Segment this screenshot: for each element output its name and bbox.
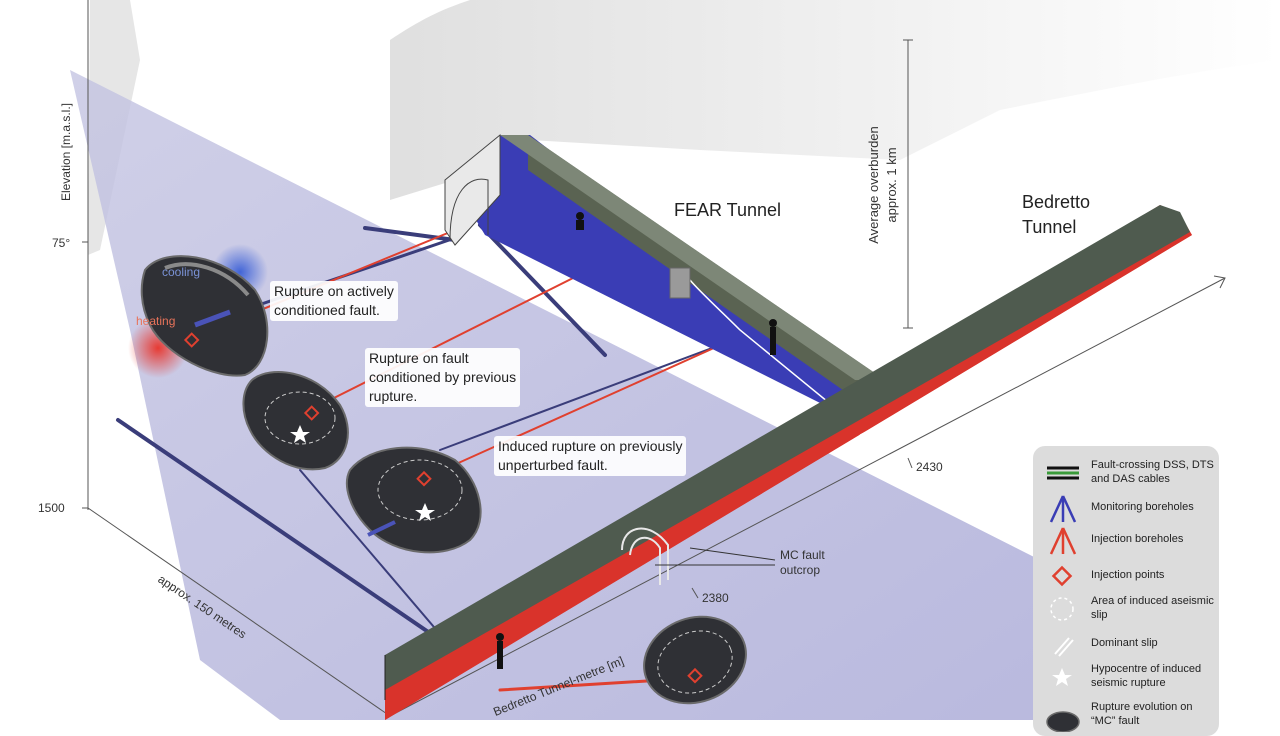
monitoring-borehole: [299, 469, 446, 641]
fault-disk: [643, 615, 747, 705]
overburden-label-line1: Average overburden: [866, 126, 881, 244]
cooling-label: cooling: [162, 265, 200, 279]
injection-point-icon: [1051, 565, 1073, 587]
hypocentre-star: [415, 503, 435, 521]
bedretto-tunnel-label-line2: Tunnel: [1022, 217, 1077, 237]
heating-label: heating: [136, 314, 175, 328]
legend-item: Monitoring boreholes: [1033, 492, 1219, 528]
injection-borehole-icon: [1049, 527, 1077, 555]
monitoring-borehole: [478, 223, 607, 357]
legend-item: Area of induced aseismic slip: [1033, 592, 1219, 628]
monitoring-borehole: [363, 226, 457, 242]
legend-item: Hypocentre of induced seismic rupture: [1033, 660, 1219, 696]
aseismic-area-icon: [1050, 597, 1074, 621]
fault-disk: [140, 255, 269, 377]
fear-tunnel: [444, 133, 885, 421]
angle-label: 75°: [52, 236, 70, 250]
legend-item: Dominant slip: [1033, 628, 1219, 664]
mc-fault-outcrop-label: MC fault outcrop: [780, 548, 825, 577]
hypocentre-star-icon: [1052, 668, 1072, 686]
hypocentre-star: [290, 425, 310, 443]
axes: [82, 0, 1226, 717]
legend-item: Injection boreholes: [1033, 524, 1219, 560]
fault-disk: [345, 446, 482, 554]
person-figure: [496, 212, 777, 669]
rupture-evolution-icon: [1046, 711, 1080, 732]
cables-icon: [1047, 466, 1079, 480]
bedretto-tunnel-label-line1: Bedretto: [1022, 192, 1091, 212]
tunnel-metre-2380: 2380: [702, 591, 729, 605]
legend-item: Fault-crossing DSS, DTS and DAS cables: [1033, 456, 1219, 492]
monitoring-borehole-icon: [1049, 495, 1077, 523]
fear-tunnel-label: FEAR Tunnel: [674, 200, 782, 220]
bedretto-tunnel: [384, 205, 1226, 720]
tunnel-diagram-canvas: Elevation [m.a.s.l.] 75° 1500 approx. 15…: [38, 0, 1280, 720]
callout-unperturbed: Induced rupture on previously unperturbe…: [494, 436, 687, 476]
overburden-label-line2: approx. 1 km: [884, 147, 899, 222]
callout-previous-rupture: Rupture on fault conditioned by previous…: [365, 348, 521, 407]
injection-borehole: [309, 261, 606, 411]
elevation-axis-label: Elevation [m.a.s.l.]: [59, 103, 73, 201]
legend: Fault-crossing DSS, DTS and DAS cables M…: [1033, 446, 1219, 736]
rock-mass: [390, 0, 1280, 200]
elevation-value: 1500: [38, 501, 65, 515]
tunnel-metre-2430: 2430: [916, 460, 943, 474]
fault-plane: [70, 70, 1040, 720]
injection-borehole: [424, 342, 726, 479]
legend-item: Rupture evolution on “MC” fault: [1033, 698, 1219, 734]
monitoring-borehole: [116, 418, 442, 642]
callout-actively-conditioned: Rupture on actively conditioned fault.: [270, 281, 398, 321]
legend-item: Injection points: [1033, 560, 1219, 596]
mc-fault-outcrop: [621, 527, 669, 585]
monitoring-borehole: [439, 344, 721, 451]
fault-disk: [242, 371, 349, 471]
dominant-slip-icon: [1054, 637, 1074, 657]
